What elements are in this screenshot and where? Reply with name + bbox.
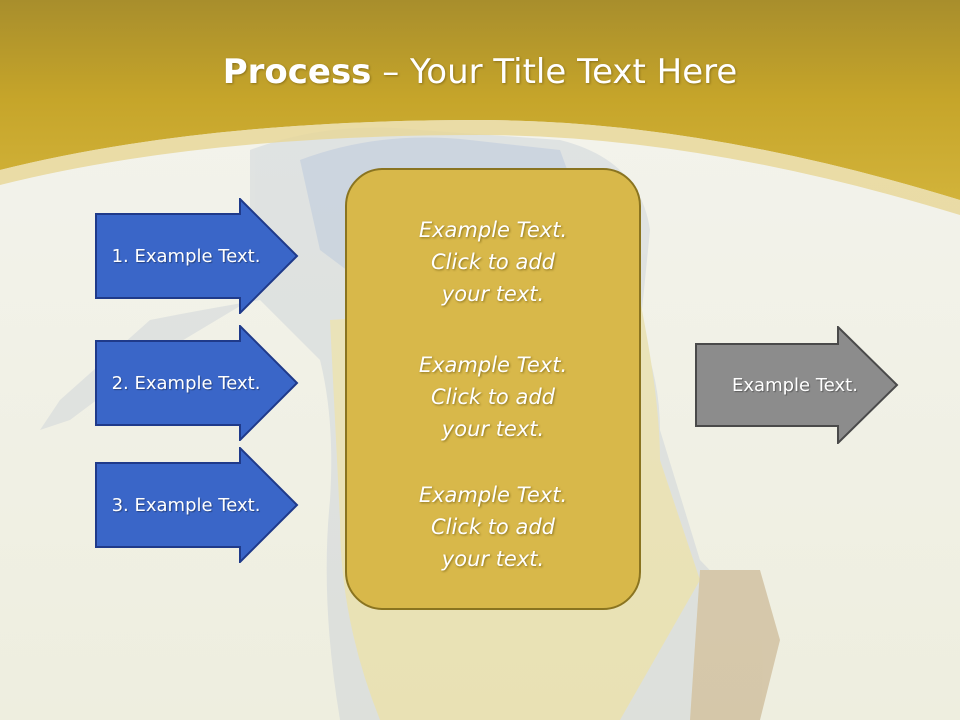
center-text-block-3: Example Text. Click to add your text. (347, 479, 639, 575)
left-arrow-1[interactable]: 1. Example Text. (95, 198, 300, 314)
center-text-box[interactable]: Example Text. Click to add your text. Ex… (345, 168, 641, 610)
center-text-line: Click to add (430, 385, 555, 409)
arrow-shape (95, 447, 299, 563)
center-text-line: your text. (441, 417, 545, 441)
slide-title: Process – Your Title Text Here (0, 52, 960, 92)
title-rest: – Your Title Text Here (371, 52, 738, 92)
center-text-line: Example Text. (418, 483, 568, 507)
arrow-shape (95, 325, 299, 441)
left-arrow-2[interactable]: 2. Example Text. (95, 325, 300, 441)
left-arrow-2-label: 2. Example Text. (111, 372, 261, 394)
center-text-line: your text. (441, 282, 545, 306)
left-arrow-3-label: 3. Example Text. (111, 494, 261, 516)
right-arrow-label: Example Text. (732, 374, 858, 396)
center-text-line: your text. (441, 547, 545, 571)
center-text-block-2: Example Text. Click to add your text. (347, 349, 639, 445)
right-arrow[interactable]: Example Text. (695, 326, 900, 444)
center-text-line: Example Text. (418, 218, 568, 242)
center-text-line: Click to add (430, 250, 555, 274)
left-arrow-3[interactable]: 3. Example Text. (95, 447, 300, 563)
center-text-line: Example Text. (418, 353, 568, 377)
arrow-shape (695, 326, 899, 444)
center-text-block-1: Example Text. Click to add your text. (347, 214, 639, 310)
left-arrow-1-label: 1. Example Text. (111, 245, 261, 267)
title-bold: Process (222, 52, 372, 92)
arrow-shape (95, 198, 299, 314)
center-text-line: Click to add (430, 515, 555, 539)
